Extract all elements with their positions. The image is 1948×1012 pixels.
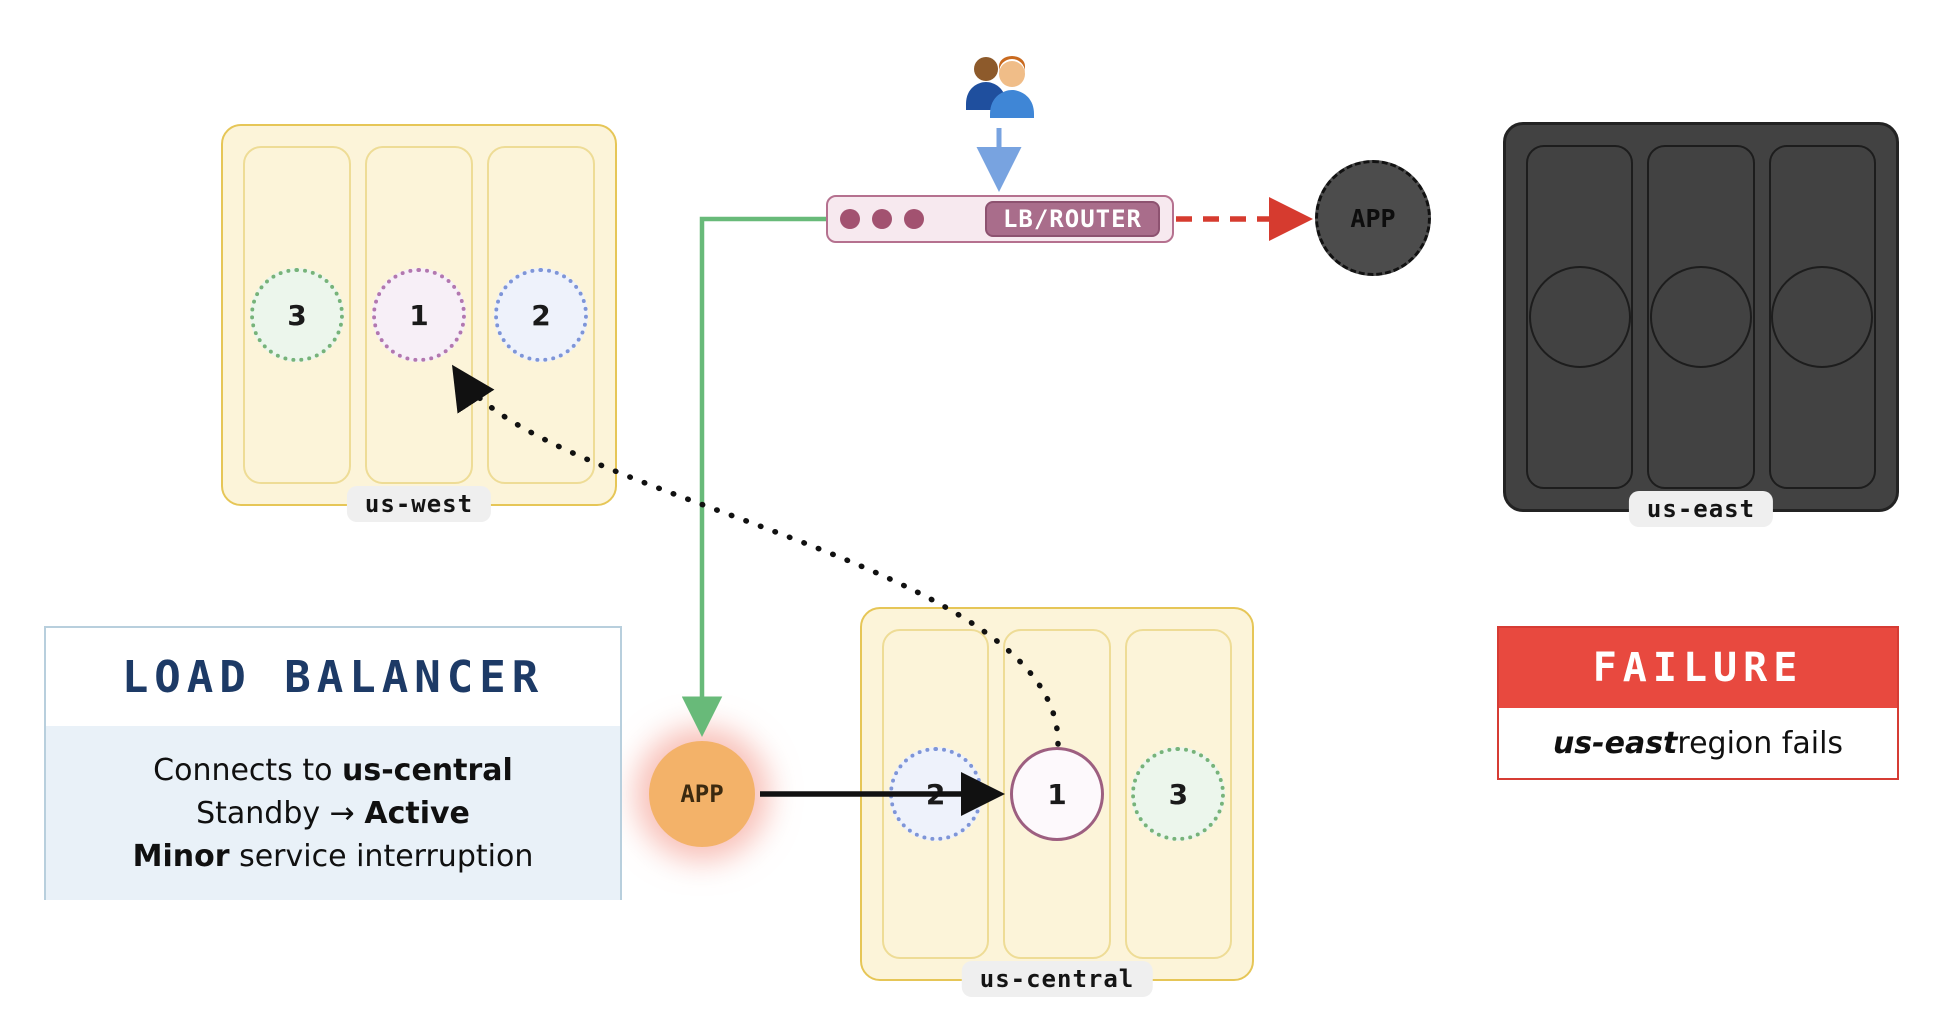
lb-info-line-3: Minor service interruption [132, 838, 534, 874]
lb-dot-icon [904, 209, 924, 229]
lb-dot-icon [840, 209, 860, 229]
us-east-label: us-east [1628, 491, 1774, 527]
us-central-racks: 2 1 3 [862, 609, 1252, 979]
region-us-east-failed: us-east [1503, 122, 1899, 527]
rack: 3 [243, 146, 351, 484]
failure-description: us-east region fails [1552, 725, 1844, 761]
load-balancer-description: Connects to us-central Standby → Active … [46, 726, 620, 900]
arrow-lb-to-active-app [681, 216, 826, 737]
rack: 3 [1124, 629, 1232, 959]
node-us-central-2: 2 [888, 747, 983, 841]
failure-info-box: FAILURE us-east region fails [1497, 626, 1899, 780]
app-failed-circle: APP [1315, 160, 1431, 276]
node-us-west-3: 3 [250, 268, 344, 362]
rack: 1 [1003, 629, 1111, 959]
us-east-racks [1506, 125, 1896, 509]
load-balancer-title: LOAD BALANCER [121, 651, 545, 703]
lb-info-line-2: Standby → Active [196, 795, 470, 831]
failure-title: FAILURE [1499, 628, 1897, 708]
us-west-label: us-west [346, 486, 492, 522]
node-us-west-1: 1 [372, 268, 466, 362]
region-us-west: 3 1 2 us-west [221, 124, 617, 522]
users-icon [956, 52, 1044, 128]
lb-router-label: LB/ROUTER [984, 201, 1160, 237]
rack [1647, 145, 1755, 489]
node-us-east [1649, 266, 1752, 368]
us-central-label: us-central [961, 961, 1153, 997]
node-us-central-3: 3 [1131, 747, 1226, 841]
region-us-central: 2 1 3 us-central [860, 607, 1254, 997]
lb-dot-icon [872, 209, 892, 229]
load-balancer-router: LB/ROUTER [826, 195, 1174, 243]
node-us-central-1-active: 1 [1009, 747, 1104, 841]
app-active-circle: APP [649, 741, 755, 847]
load-balancer-info-box: LOAD BALANCER Connects to us-central Sta… [44, 626, 622, 900]
rack [1526, 145, 1634, 489]
rack: 1 [365, 146, 473, 484]
lb-info-line-1: Connects to us-central [153, 752, 513, 788]
node-us-east [1771, 266, 1874, 368]
us-west-racks: 3 1 2 [223, 126, 615, 504]
rack: 2 [882, 629, 990, 959]
node-us-east [1528, 266, 1631, 368]
node-us-west-2: 2 [494, 268, 588, 362]
rack [1768, 145, 1876, 489]
rack: 2 [487, 146, 595, 484]
